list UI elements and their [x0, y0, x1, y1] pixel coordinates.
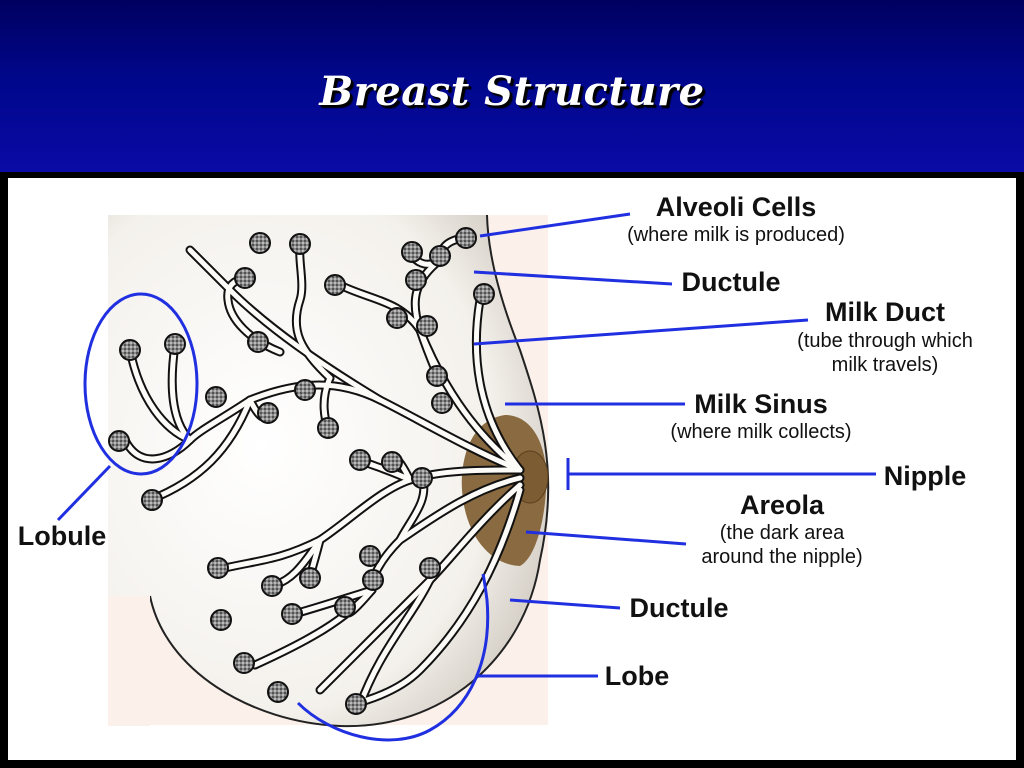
label-milk-sinus: Milk Sinus: [694, 389, 828, 419]
note-milk-sinus: (where milk collects): [670, 421, 851, 443]
ductule-top-leader: [473, 270, 673, 286]
label-ductule-top: Ductule: [681, 267, 780, 297]
lobule-leader: [56, 464, 112, 522]
lobule-outline: [83, 292, 199, 476]
lobe-outline: [296, 573, 490, 742]
breast-structure-diagram: Alveoli Cells (where milk is produced) D…: [18, 192, 973, 742]
areola-leader: [525, 530, 687, 546]
note-milk-duct-1: (tube through which: [797, 330, 973, 352]
slide-title: Breast Structure: [319, 68, 705, 115]
note-areola-1: (the dark area: [720, 522, 845, 544]
note-alveoli-cells: (where milk is produced): [627, 224, 845, 246]
milk-duct-leader: [473, 318, 809, 346]
label-alveoli-cells: Alveoli Cells: [656, 192, 817, 222]
label-nipple: Nipple: [884, 461, 967, 491]
label-milk-duct: Milk Duct: [825, 297, 945, 327]
ductule-bottom-leader: [509, 598, 621, 610]
label-lobule: Lobule: [18, 521, 107, 551]
note-areola-2: around the nipple): [701, 546, 862, 568]
label-ductule-bottom: Ductule: [629, 593, 728, 623]
slide-header: Breast Structure: [0, 0, 1024, 172]
breast-outline: [108, 215, 549, 727]
alveoli-leader: [479, 212, 631, 238]
label-lobe: Lobe: [605, 661, 670, 691]
label-areola: Areola: [740, 490, 825, 520]
note-milk-duct-2: milk travels): [832, 354, 939, 376]
diagram-panel: Alveoli Cells (where milk is produced) D…: [8, 178, 1016, 760]
alveoli-clusters: [108, 227, 495, 715]
